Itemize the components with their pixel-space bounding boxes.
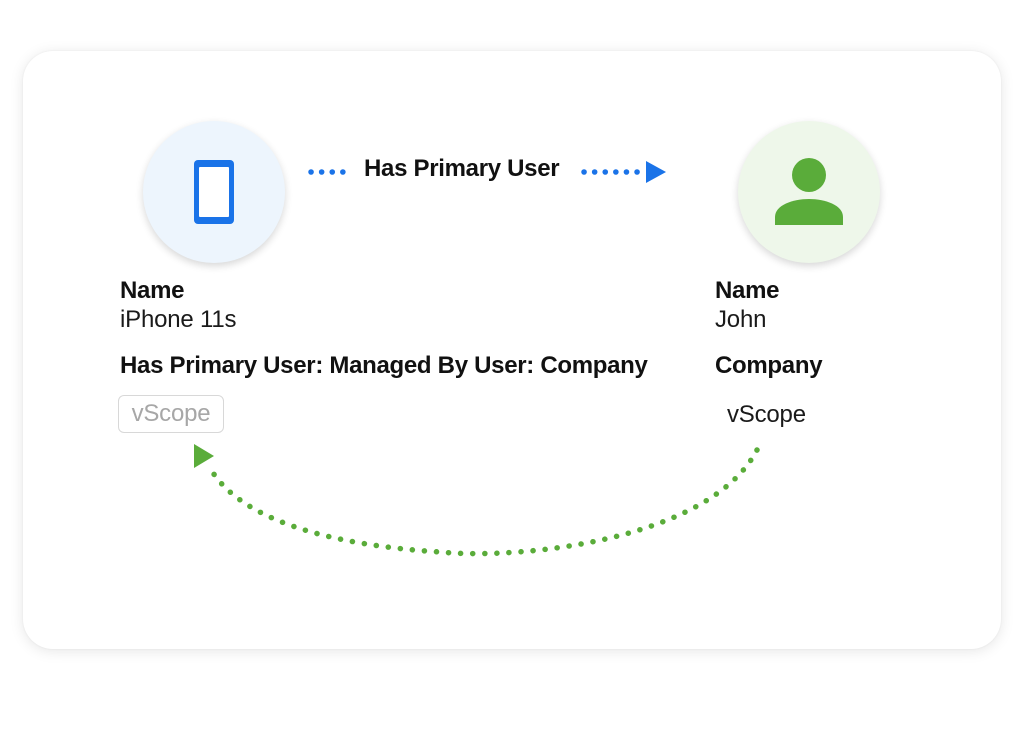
device-relation-label: Has Primary User: Managed By User: Compa… xyxy=(120,352,648,379)
user-company-label: Company xyxy=(715,352,823,379)
primary-user-arrow xyxy=(308,161,666,183)
device-name-value: iPhone 11s xyxy=(120,306,237,333)
curve-dots xyxy=(207,447,760,557)
device-node[interactable] xyxy=(143,121,285,263)
user-node[interactable] xyxy=(738,121,880,263)
arrow-head-left xyxy=(194,444,214,468)
edge-label: Has Primary User xyxy=(364,155,560,182)
user-company-value: vScope xyxy=(727,401,806,428)
user-name-value: John xyxy=(715,306,767,333)
person-icon xyxy=(775,158,843,225)
smartphone-icon xyxy=(194,160,234,224)
device-name-label: Name xyxy=(120,277,185,304)
user-name-label: Name xyxy=(715,277,780,304)
company-link-arrow xyxy=(194,444,760,557)
arrow-head-right xyxy=(646,161,666,183)
device-relation-chip[interactable]: vScope xyxy=(118,395,224,433)
